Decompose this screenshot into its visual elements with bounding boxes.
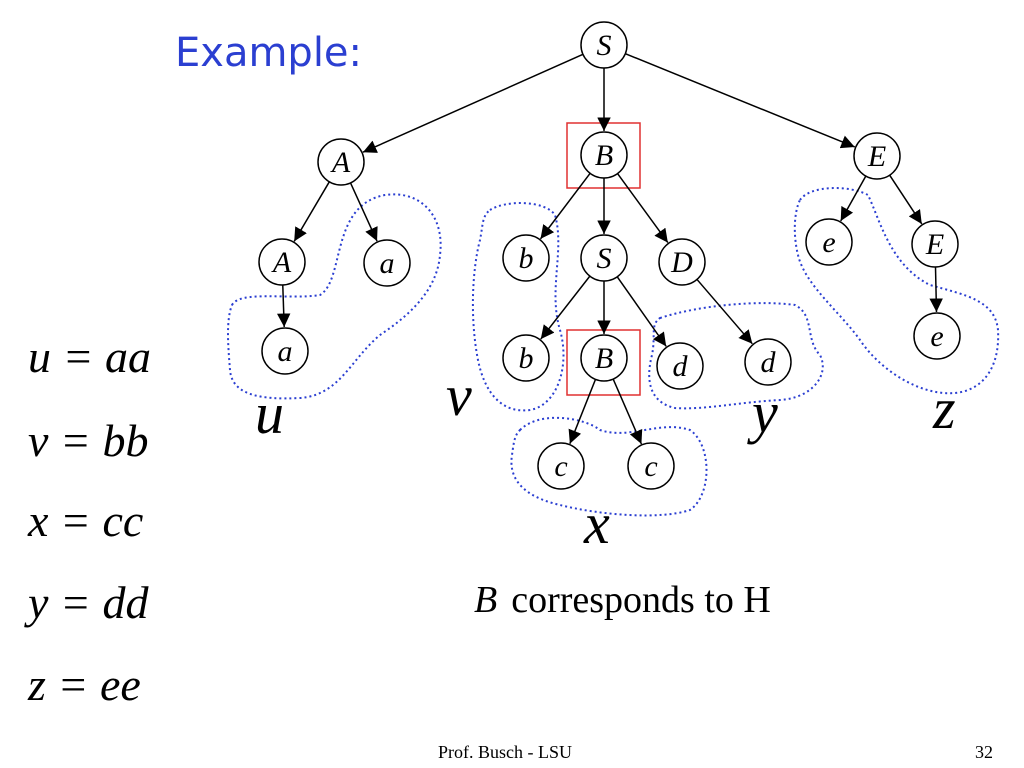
edge-S_root-A1 [362,53,584,153]
region-label-x: x [583,491,610,556]
region-label-y: y [747,380,778,445]
tree-node-d2: d [744,338,792,386]
tree-node-E2: E [911,220,959,268]
equation-x: x = cc [28,495,144,546]
node-label: c [554,450,567,483]
node-circle [258,238,306,286]
node-circle [580,334,628,382]
node-label: d [673,350,689,383]
region-label-z: z [932,376,956,441]
equation-y: y = dd [28,577,149,628]
node-label: d [761,346,777,379]
edge-S_root-E1 [625,52,856,149]
tree-node-A2: A [258,238,306,286]
edge-E1-e1 [840,175,867,222]
tree-node-d1: d [656,342,704,390]
node-label: A [271,246,292,279]
tree-node-S2: S [580,234,628,282]
tree-node-B1: B [580,131,628,179]
tree-node-e2: e [913,312,961,360]
node-label: e [930,320,943,353]
node-circle [537,442,585,490]
tree-node-E1: E [853,132,901,180]
node-label: S [597,29,612,62]
edge-B2-c2 [612,378,643,445]
region-outline-u [227,193,442,400]
node-label: a [380,247,395,280]
caption-text: corresponds to H [511,579,771,621]
equation-v: v = bb [28,415,149,466]
node-circle [853,132,901,180]
node-label: B [595,342,613,375]
node-label: b [519,342,534,375]
node-circle [805,218,853,266]
node-label: c [644,450,657,483]
node-label: D [670,246,693,279]
tree-node-D1: D [658,238,706,286]
node-circle [580,131,628,179]
region-outline-z [793,187,1000,395]
region-label-u: u [255,381,284,446]
node-label: b [519,242,534,275]
edge-A2-a2 [276,284,291,328]
node-circle [911,220,959,268]
region-outline-x [510,416,708,517]
tree-node-a1: a [363,239,411,287]
node-circle [580,234,628,282]
node-label: e [822,226,835,259]
region-outline-y [648,302,824,410]
tree-node-c1: c [537,442,585,490]
tree-node-c2: c [627,442,675,490]
caption-variable: B [474,579,498,621]
tree-node-a2: a [261,327,309,375]
edge-D1-d2 [696,278,753,345]
node-label: A [330,146,351,179]
edge-B1-D1 [616,173,669,244]
footer-page-number: 32 [975,742,993,762]
slide-title: Example: [175,30,363,76]
tree-node-b1: b [502,234,550,282]
node-circle [363,239,411,287]
tree-node-b2: b [502,334,550,382]
node-circle [317,138,365,186]
equation-u: u = aa [28,331,152,382]
edge-B1-b1 [539,172,591,240]
edge-A1-a1 [349,182,378,242]
node-label: E [925,228,944,261]
node-circle [502,234,550,282]
tree-node-S_root: S [580,21,628,69]
edge-E1-E2 [889,174,923,225]
node-circle [502,334,550,382]
node-circle [913,312,961,360]
node-circle [261,327,309,375]
node-circle [744,338,792,386]
edge-A1-A2 [293,181,330,242]
edges-layer [276,52,943,445]
region-label-v: v [446,363,472,428]
equation-z: z = ee [28,659,141,710]
tree-node-e1: e [805,218,853,266]
regions-layer [227,187,1000,517]
edge-E2-e2 [929,266,943,313]
tree-node-A1: A [317,138,365,186]
edge-S2-d1 [616,276,667,347]
node-circle [580,21,628,69]
node-circle [627,442,675,490]
node-label: S [597,242,612,275]
node-circle [656,342,704,390]
tree-node-B2: B [580,334,628,382]
edge-B2-c1 [568,379,597,444]
node-label: B [595,139,613,172]
node-label: a [278,335,293,368]
footer-author: Prof. Busch - LSU [438,742,572,762]
node-label: E [867,140,886,173]
region-outline-v [471,202,565,412]
node-circle [658,238,706,286]
edge-S2-b2 [540,275,591,340]
